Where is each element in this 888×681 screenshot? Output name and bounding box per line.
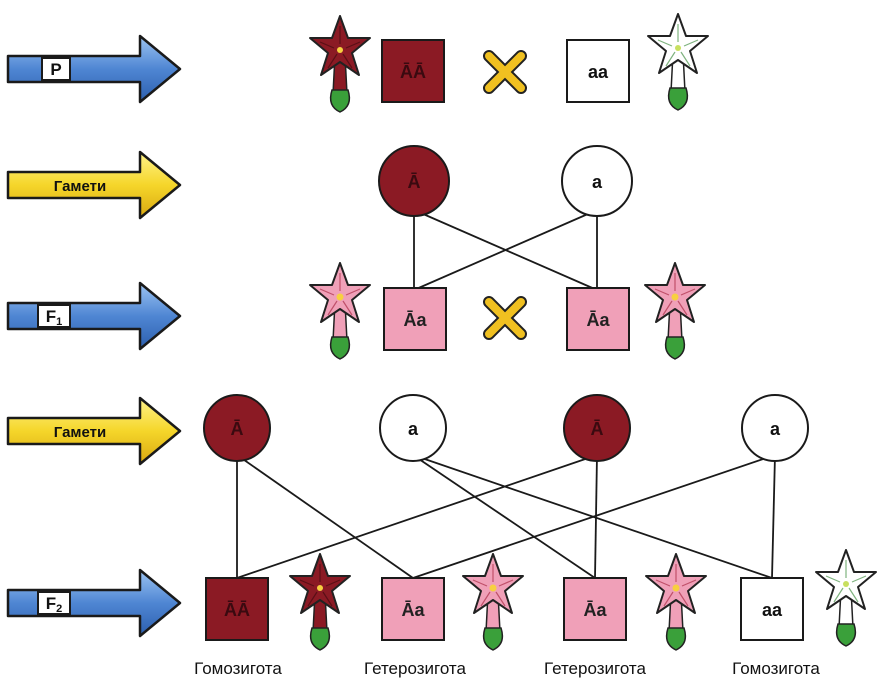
gamete-lines-2 (236, 454, 776, 579)
svg-text:a: a (770, 419, 781, 439)
svg-text:aa: aa (762, 600, 783, 620)
gamete-circle-3: Ā (563, 394, 631, 462)
svg-text:Āa: Āa (403, 310, 427, 330)
genotype-box-f2-1: ĀĀ (205, 577, 269, 641)
gamete-circle-1: Ā (203, 394, 271, 462)
svg-text:Āa: Āa (586, 310, 610, 330)
flower-icon-f2-1 (289, 553, 351, 651)
gamete-circle-4: a (741, 394, 809, 462)
svg-text:Āa: Āa (401, 600, 425, 620)
svg-text:Ā: Ā (591, 419, 604, 439)
arrow-gametes-2: Гамети (6, 396, 182, 466)
svg-text:Ā: Ā (231, 419, 244, 439)
arrow-p: P (6, 34, 182, 104)
p-label: P (50, 60, 61, 79)
genotype-box-f2-4: aa (740, 577, 804, 641)
flower-icon-f1-right (644, 262, 706, 360)
cross-icon (489, 302, 521, 334)
genotype-box-f1-right: Āa (566, 287, 630, 351)
flower-icon-f2-3 (645, 553, 707, 651)
flower-icon-dominant (309, 15, 371, 113)
gametes-2-label: Гамети (54, 424, 106, 441)
flower-icon-f2-2 (462, 553, 524, 651)
caption-f2-2: Гетерозигота (364, 659, 467, 678)
svg-text:a: a (592, 172, 603, 192)
genotype-box-f2-2: Āa (381, 577, 445, 641)
gametes-1-label: Гамети (54, 178, 106, 195)
gamete-circle-dominant: Ā (378, 145, 450, 217)
flower-icon-recessive (647, 13, 709, 111)
svg-text:ĀĀ: ĀĀ (400, 62, 426, 82)
caption-f2-1: Гомозигота (194, 659, 282, 678)
gamete-lines-1 (413, 209, 598, 291)
svg-text:Ā: Ā (408, 172, 421, 192)
svg-text:aa: aa (588, 62, 609, 82)
cross-icon (489, 56, 521, 88)
flower-icon-f2-4 (815, 549, 877, 647)
gamete-circle-2: a (379, 394, 447, 462)
genotype-box-parent-dominant: ĀĀ (381, 39, 445, 103)
f1-label: F1 (46, 307, 63, 328)
svg-text:a: a (408, 419, 419, 439)
caption-f2-4: Гомозигота (732, 659, 820, 678)
svg-text:Āa: Āa (583, 600, 607, 620)
arrow-f1: F1 (6, 281, 182, 351)
f2-label: F2 (46, 594, 63, 615)
svg-text:ĀĀ: ĀĀ (224, 600, 250, 620)
genotype-box-parent-recessive: aa (566, 39, 630, 103)
arrow-f2: F2 (6, 568, 182, 638)
genotype-box-f2-3: Āa (563, 577, 627, 641)
arrow-gametes-1: Гамети (6, 150, 182, 220)
flower-icon-f1-left (309, 262, 371, 360)
gamete-circle-recessive: a (561, 145, 633, 217)
caption-f2-3: Гетерозигота (544, 659, 647, 678)
genotype-box-f1-left: Āa (383, 287, 447, 351)
